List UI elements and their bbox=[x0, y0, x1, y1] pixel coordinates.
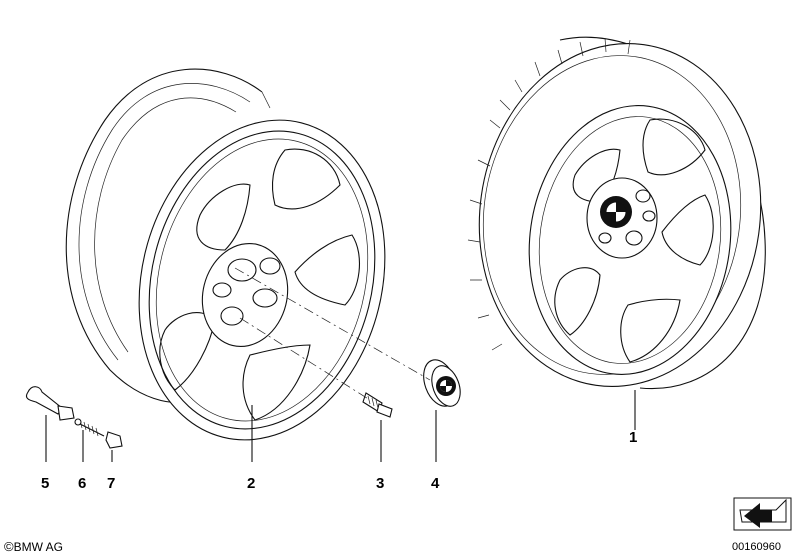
copyright-symbol: © bbox=[4, 539, 14, 554]
rim-drawing bbox=[65, 68, 386, 441]
part-label-5: 5 bbox=[41, 475, 50, 492]
part-label-7: 7 bbox=[107, 475, 116, 492]
copyright-text: BMW AG bbox=[13, 540, 63, 554]
part-label-3: 3 bbox=[376, 475, 385, 492]
valve-stem-drawing bbox=[25, 386, 75, 421]
corner-arrow-icon bbox=[733, 497, 792, 531]
bmw-roundel-icon bbox=[436, 376, 456, 396]
wheel-bolt-drawing bbox=[362, 392, 393, 418]
part-label-4: 4 bbox=[431, 475, 440, 492]
valve-cap-drawing bbox=[105, 431, 123, 449]
leader-lines bbox=[45, 267, 636, 462]
part-label-6: 6 bbox=[78, 475, 87, 492]
document-number: 00160960 bbox=[732, 541, 781, 553]
wheel-drawing bbox=[467, 36, 766, 390]
valve-insert-drawing bbox=[74, 418, 105, 437]
part-label-1: 1 bbox=[629, 429, 638, 446]
part-label-2: 2 bbox=[247, 475, 256, 492]
copyright-notice: ©BMW AG bbox=[4, 539, 63, 554]
bmw-roundel-icon bbox=[600, 196, 632, 228]
hub-cap-drawing bbox=[423, 359, 461, 407]
